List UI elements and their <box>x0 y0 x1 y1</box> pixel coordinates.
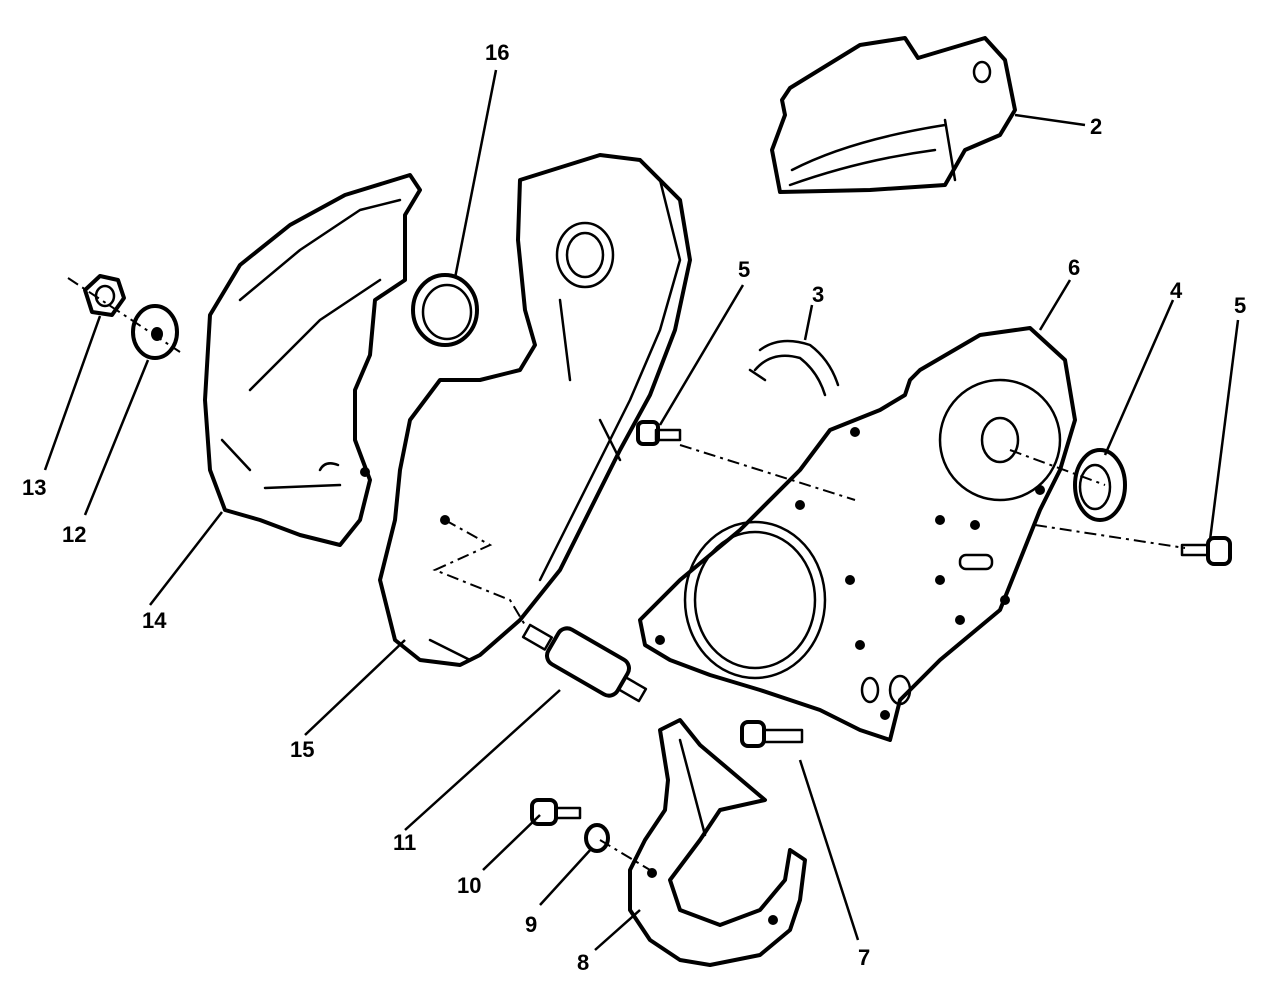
part-16-ring <box>411 273 479 347</box>
part-5-bolt-left <box>636 420 682 446</box>
part-13-nut <box>83 274 126 317</box>
part-12-washer <box>131 304 179 360</box>
callout-13: 13 <box>22 475 46 500</box>
callout-10: 10 <box>457 873 481 898</box>
callout-16: 16 <box>485 40 509 65</box>
part-14-side-cover <box>203 173 422 547</box>
part-11-spacer <box>521 623 648 703</box>
part-6-rear-plate <box>638 326 1077 742</box>
callout-15: 15 <box>290 737 314 762</box>
part-5-bolt-right <box>1180 536 1232 566</box>
part-7-bolt <box>740 720 804 748</box>
callout-8: 8 <box>577 950 589 975</box>
callout-4: 4 <box>1170 278 1183 303</box>
leader-lines <box>43 69 1240 951</box>
assembly-centerlines <box>67 277 1186 874</box>
part-10-bolt <box>530 798 582 826</box>
part-15-front-cover <box>378 153 692 667</box>
part-3-clip <box>748 339 840 397</box>
callout-12: 12 <box>62 522 86 547</box>
part-4-seal <box>1073 448 1127 522</box>
callout-7: 7 <box>858 945 870 970</box>
part-2-upper-cover <box>770 36 1017 194</box>
callout-9: 9 <box>525 912 537 937</box>
part-9-washer <box>584 823 610 853</box>
part-8-lower-cover <box>628 718 807 967</box>
callout-14: 14 <box>142 608 167 633</box>
callout-5-right: 5 <box>1234 293 1246 318</box>
callout-labels: 2 3 4 5 5 6 7 8 9 10 11 12 13 14 15 16 <box>22 40 1246 975</box>
callout-5-left: 5 <box>738 257 750 282</box>
callout-6: 6 <box>1068 255 1080 280</box>
callout-11: 11 <box>393 830 416 855</box>
callout-2: 2 <box>1090 114 1102 139</box>
callout-3: 3 <box>812 282 824 307</box>
